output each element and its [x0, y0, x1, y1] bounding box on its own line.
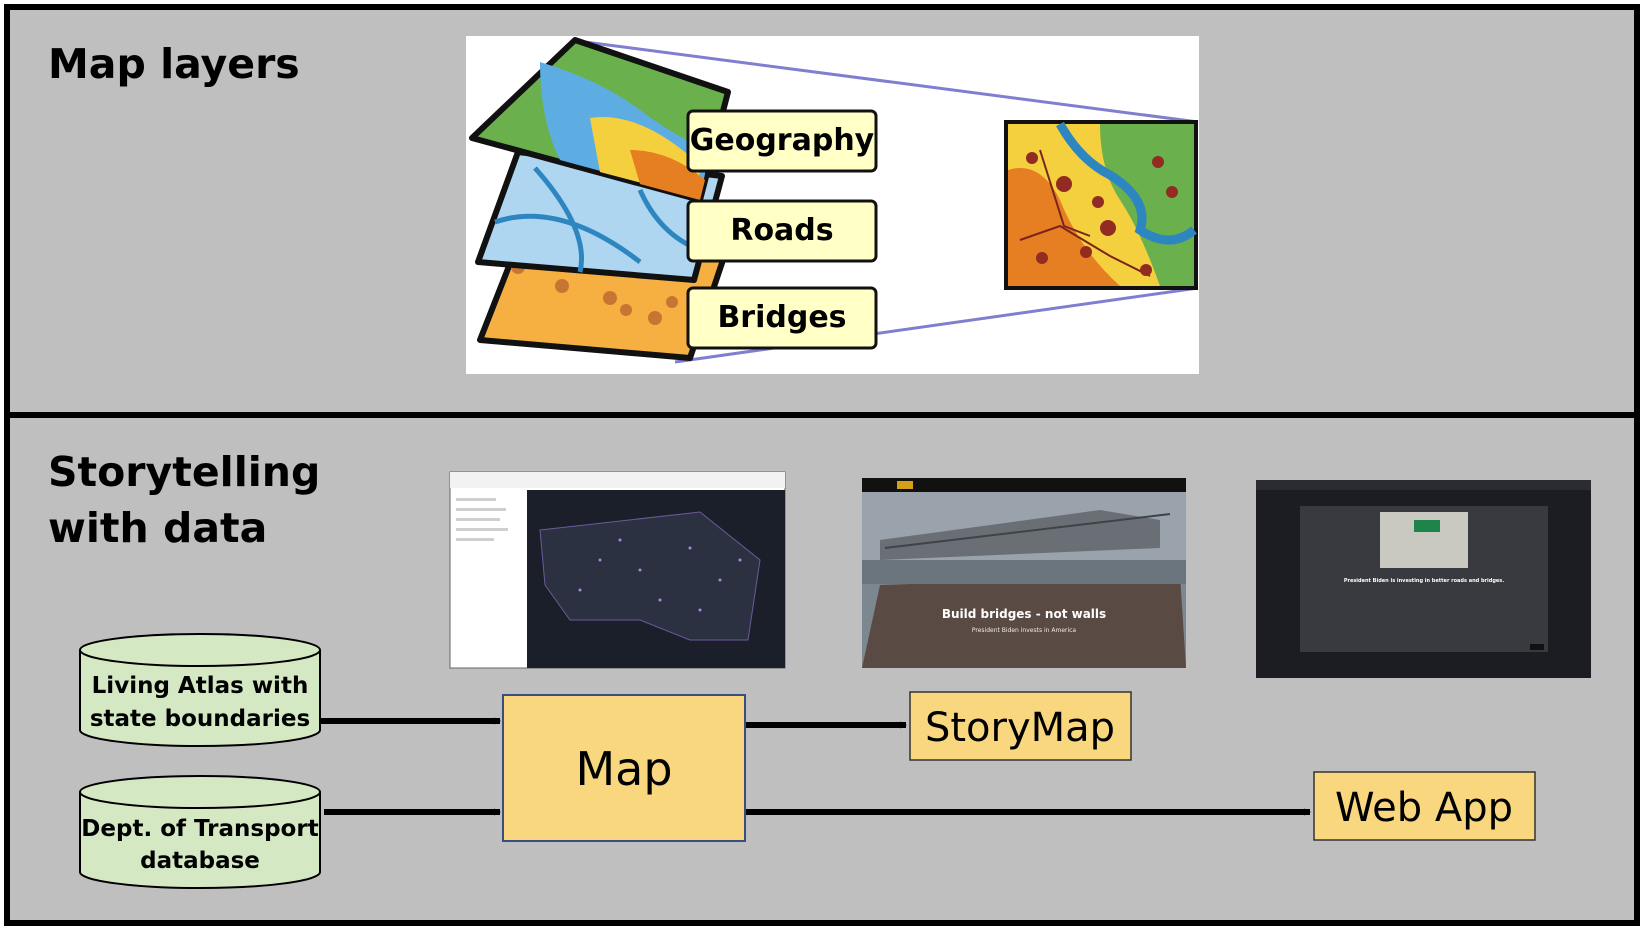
source-label-line2: database: [140, 848, 260, 874]
layer-label-roads: Roads: [686, 199, 878, 263]
geography-layer-icon: [469, 37, 731, 203]
source-label-line1: Dept. of Transport: [81, 816, 318, 842]
map-screenshot: [449, 471, 786, 669]
storytelling-title: Storytelling with data: [48, 444, 348, 556]
storymap-node-label: StoryMap: [925, 705, 1115, 751]
storymap-screenshot: Build bridges - not walls President Bide…: [862, 478, 1186, 668]
storymap-node: StoryMap: [909, 691, 1132, 761]
combined-map-icon: [1004, 120, 1198, 290]
source-label-line2: state boundaries: [90, 706, 310, 732]
layer-label-text: Bridges: [717, 300, 846, 335]
storytelling-title-line1: Storytelling: [48, 448, 321, 496]
map-layers-illustration: Geography Roads Bridges: [466, 36, 1199, 374]
connector-line-bottom: [674, 286, 1199, 364]
layer-label-bridges: Bridges: [686, 286, 878, 350]
map-node: Map: [502, 694, 746, 842]
storymap-headline: Build bridges - not walls: [942, 607, 1106, 621]
webapp-node-label: Web App: [1335, 785, 1513, 831]
source-label-line1: Living Atlas with: [92, 673, 309, 699]
storytelling-title-line2: with data: [48, 504, 268, 552]
webapp-node: Web App: [1313, 771, 1536, 841]
layer-label-text: Roads: [730, 213, 833, 248]
map-layers-title: Map layers: [48, 40, 300, 88]
webapp-screenshot: President Biden is investing in better r…: [1256, 480, 1591, 678]
source-dept-transport: Dept. of Transport database: [79, 775, 321, 889]
map-node-label: Map: [575, 742, 672, 796]
storymap-subline: President Biden invests in America: [972, 627, 1077, 634]
webapp-headline: President Biden is investing in better r…: [1344, 578, 1504, 584]
connector-line-top: [584, 40, 1199, 124]
layer-label-text: Geography: [690, 123, 875, 158]
source-living-atlas: Living Atlas with state boundaries: [79, 633, 321, 747]
layer-label-geography: Geography: [686, 109, 878, 173]
